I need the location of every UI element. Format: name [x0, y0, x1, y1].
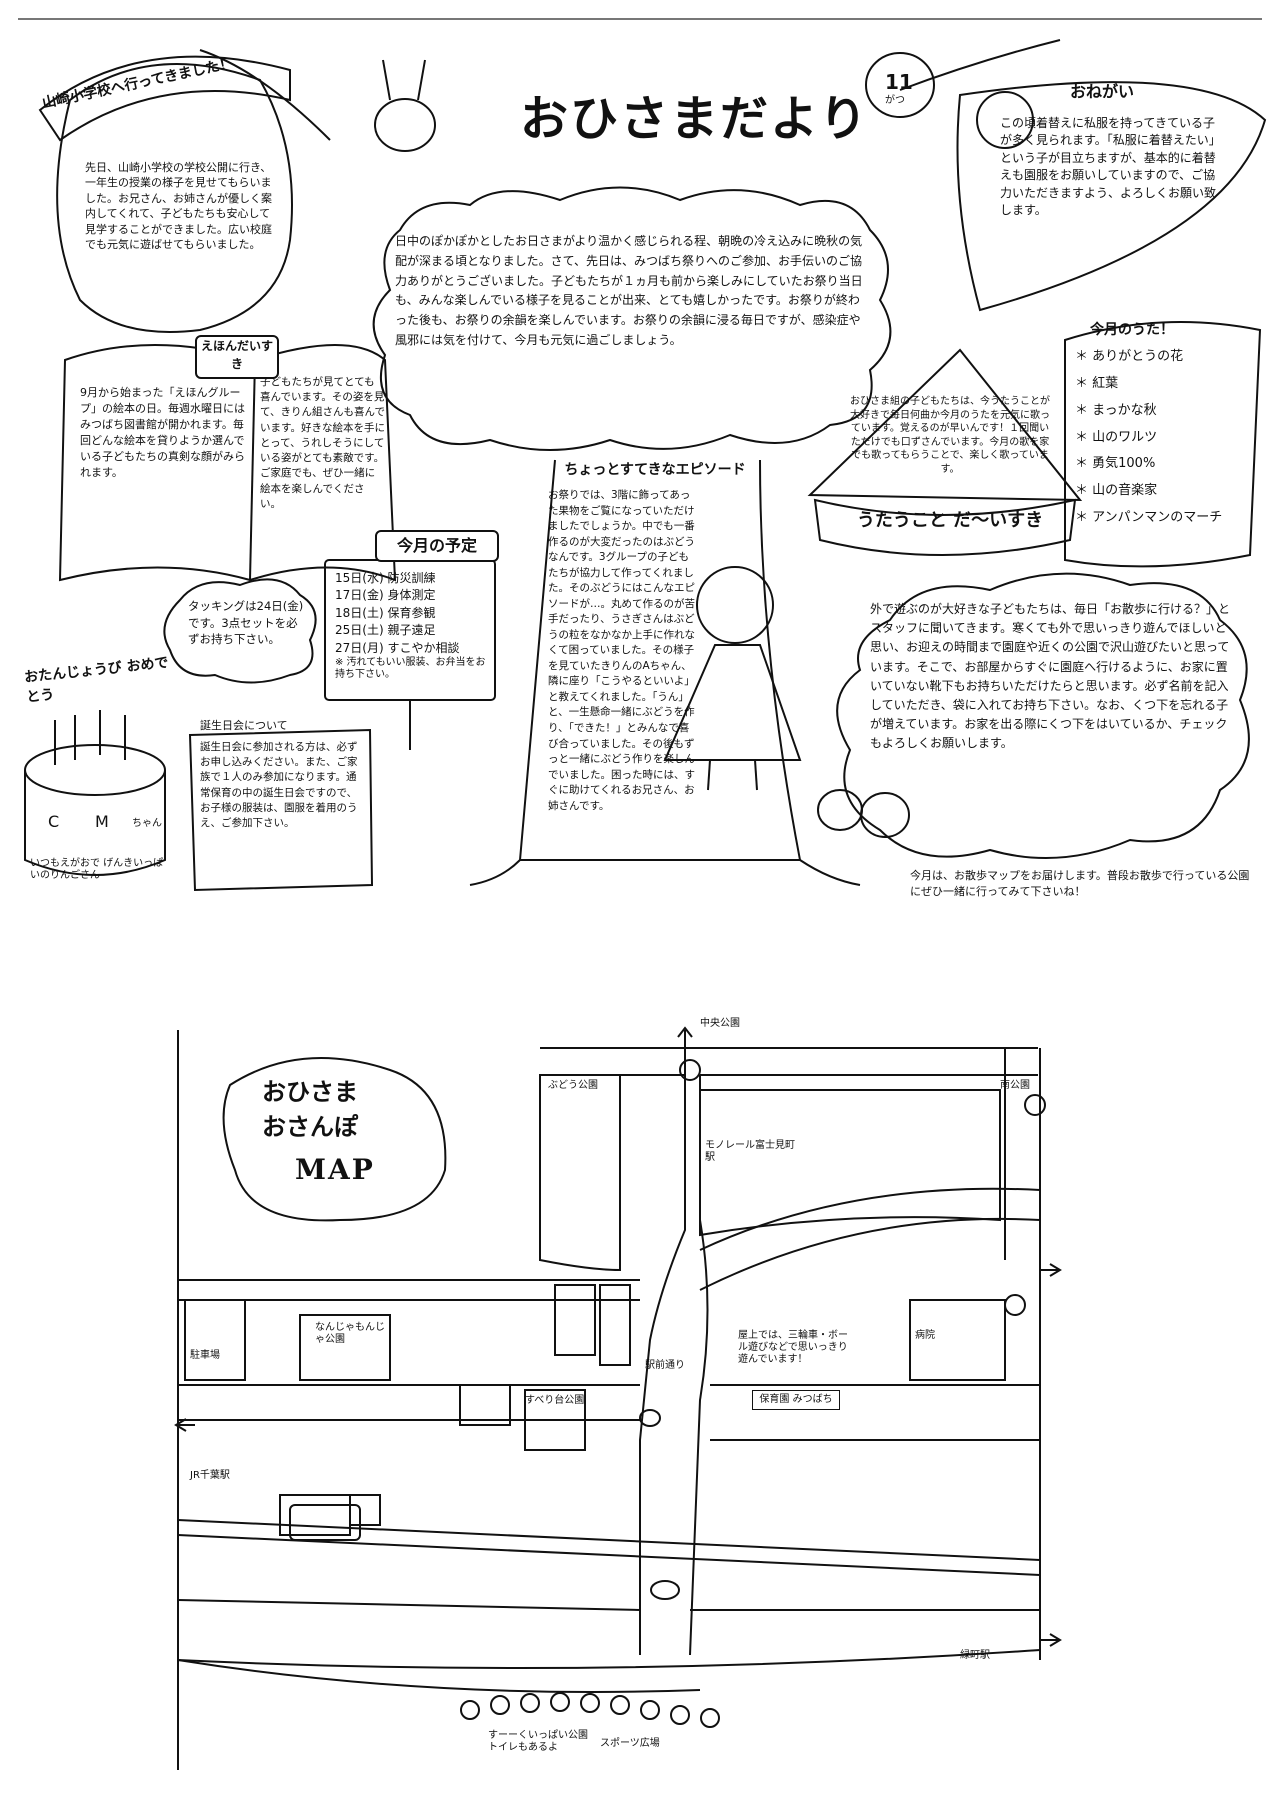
map-label-slide-park: すべり台公園 — [525, 1395, 585, 1406]
map-label-bottom-note: すーーくいっぱい公園 トイレもあるよ — [488, 1730, 588, 1753]
school-visit-body: 先日、山崎小学校の学校公開に行き、一年生の授業の様子を見せてもらいました。お兄さ… — [85, 161, 272, 251]
utaukoto-heading: うたうこと だ〜いすき — [856, 510, 1044, 531]
schedule-item: 17日(金) 身体測定 — [335, 588, 436, 603]
song-item: ＊ 勇気100% — [1075, 456, 1156, 472]
map-label-parking: 駐車場 — [190, 1350, 220, 1361]
girl-dress — [663, 644, 802, 761]
song-heading: 今月のうた！ — [1090, 322, 1174, 338]
song-item: ＊ アンパンマンのマーチ — [1075, 510, 1223, 526]
song-list: ＊ ありがとうの花 ＊ 紅葉 ＊ まっかな秋 ＊ 山のワルツ ＊ 勇気100% … — [1075, 348, 1255, 536]
song-item: ＊ ありがとうの花 — [1075, 349, 1184, 364]
acorn-outline — [56, 63, 293, 333]
map-title-line1: おひさま — [262, 1077, 358, 1106]
map-label-daycare-note: 屋上では、三輪車・ボール遊びなどで思いっきり遊んでいます！ — [738, 1330, 848, 1365]
ehon-left-text: 9月から始まった「えほんグループ」の絵本の日。毎週水曜日にはみつばち図書館が開か… — [80, 386, 245, 479]
month-badge: 11 — [885, 70, 913, 94]
takkingu-cloud — [163, 578, 317, 684]
song-item: ＊ 紅葉 — [1075, 375, 1119, 391]
map-road-vertical-left — [639, 1048, 686, 1655]
greeting-text: 日中のぽかぽかとしたお日さまがより温かく感じられる程、朝晩の冷え込みに晩秋の気配… — [395, 234, 863, 347]
song-item: ＊ まっかな秋 — [1075, 402, 1157, 418]
book-outline — [58, 344, 397, 582]
cake-body — [24, 770, 166, 876]
map-road-mid — [178, 1279, 640, 1301]
map-title-line2: おさんぽ — [262, 1112, 358, 1141]
bunny-head — [374, 98, 436, 152]
schedule-item: 18日(土) 保育参観 — [335, 605, 436, 620]
map-label-station: JR千葉駅 — [190, 1470, 230, 1481]
map-title-cloud — [222, 1057, 447, 1222]
map-right-road — [1004, 1048, 1041, 1660]
map-label-minami-park: 南公園 — [1000, 1080, 1030, 1091]
map-title-line3: MAP — [295, 1153, 375, 1186]
map-label-ekimae: 駅前通り — [645, 1360, 685, 1371]
map-label-monorail: モノレール富士見町駅 — [705, 1140, 795, 1163]
map-label-chuo-park: 中央公園 — [700, 1018, 740, 1029]
newsletter-title: おひさまだより — [520, 91, 870, 147]
takkingu-text: タッキングは24日(金)です。3点セットを必ずお持ち下さい。 — [188, 599, 304, 647]
map-road-bottom — [177, 1599, 1040, 1611]
month-badge-shape — [865, 52, 935, 118]
bday-party-body: 誕生日会に参加される方は、必ずお申し込みください。また、ご家族で１人のみ参加にな… — [200, 741, 358, 830]
song-triangle — [807, 348, 1083, 502]
girl-head — [696, 566, 774, 644]
ehon-heading: えほんだいすき — [195, 335, 279, 379]
utaukoto-body: おひさま組の子どもたちは、今うたうことが大好きで毎日何曲か今月のうたを元気に歌っ… — [850, 396, 1050, 475]
schedule-list: 15日(水) 防災訓練 17日(金) 身体測定 18日(土) 保育参観 25日(… — [335, 570, 490, 681]
top-rule — [18, 18, 1262, 20]
elephant-head — [976, 91, 1034, 149]
onegai-heading: おねがい — [1070, 82, 1135, 101]
cake-top — [24, 744, 166, 796]
cake-letter-1: C — [48, 812, 60, 831]
tree-branch-left — [199, 49, 331, 141]
song-item: ＊ 山のワルツ — [1075, 429, 1158, 445]
footnote-text: 今月は、お散歩マップをお届けします。普段お散歩で行っている公園にぜひ一緒に行って… — [910, 869, 1250, 898]
schedule-item: 15日(水) 防災訓練 — [335, 571, 436, 585]
bday-party-heading: 誕生日会について — [200, 719, 288, 732]
schedule-note: ※ 汚れてもいい服装、お弁当をお持ち下さい。 — [335, 656, 486, 680]
ehon-right-text: 子どもたちが見てとても喜んでいます。その姿を見て、きりん組さんも喜んでいます。好… — [260, 376, 385, 510]
sanpo-text: 外で遊ぶのが大好きな子どもたちは、毎日「お散歩に行ける？」とスタッフに聞いてきま… — [870, 602, 1231, 751]
schedule-item: 27日(月) すこやか相談 — [335, 640, 460, 655]
map-label-hospital: 病院 — [915, 1330, 935, 1341]
map-road-bottom2 — [177, 1649, 1041, 1669]
acorn-cap — [38, 55, 291, 142]
cake-letter-2: M — [95, 812, 109, 831]
onegai-body: この頃着替えに私服を持ってきている子が多く見られます。「私服に着替えたい」という… — [1000, 116, 1217, 217]
birthday-caption: いつもえがおで げんきいっぱいのりんごさん — [30, 858, 164, 881]
map-road-h2 — [178, 1419, 1040, 1441]
map-label-budou-park: ぶどう公園 — [548, 1080, 598, 1091]
map-river — [177, 1659, 701, 1693]
map-road-vertical-right — [689, 1075, 709, 1656]
map-label-daycare: 保育園 みつばち — [752, 1390, 840, 1410]
song-banner — [813, 498, 1077, 556]
sanpo-cloud — [836, 572, 1250, 859]
train-shape — [289, 1504, 361, 1541]
episode-heading: ちょっとすてきなエピソード — [564, 462, 746, 478]
map-hedge — [460, 1692, 720, 1728]
map-label-green-station: 緑町駅 — [960, 1650, 990, 1661]
schedule-item: 25日(土) 親子遠足 — [335, 623, 436, 638]
map-label-sports: スポーツ広場 — [600, 1738, 660, 1749]
episode-body: お祭りでは、3階に飾ってあった果物をご覧になっていただけましたでしょうか。中でも… — [548, 489, 695, 812]
map-road-curve-upper — [699, 1187, 1041, 1251]
greeting-cloud — [372, 186, 892, 451]
bday-party-outline — [188, 728, 374, 892]
songlist-outline — [1064, 321, 1262, 568]
song-item: ＊ 山の音楽家 — [1075, 483, 1158, 499]
map-railway — [177, 1519, 1041, 1576]
tree-trunk — [518, 459, 802, 861]
cake-suffix: ちゃん — [132, 818, 162, 829]
tree-branch-right — [899, 39, 1061, 91]
map-label-nanchanger: なんじゃもんじゃ公園 — [315, 1322, 385, 1345]
month-badge-sub: がつ — [885, 95, 905, 106]
leaf-outline — [956, 81, 1267, 312]
schedule-heading: 今月の予定 — [375, 530, 499, 562]
